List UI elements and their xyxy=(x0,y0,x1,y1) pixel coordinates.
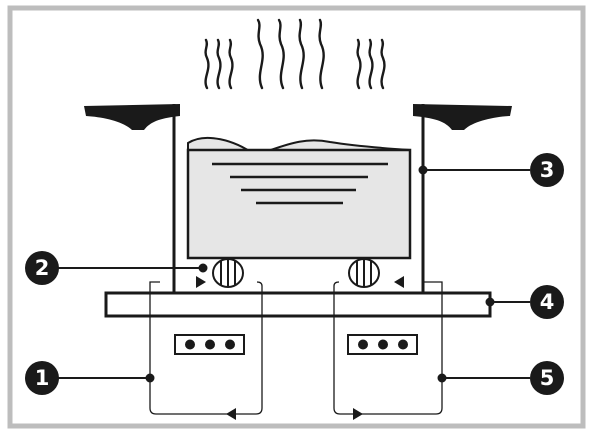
leader-lines xyxy=(58,165,530,383)
steam-icon xyxy=(204,18,386,90)
callout-1-label: 1 xyxy=(35,366,50,390)
callout-5: 5 xyxy=(530,361,564,395)
right-circuit-loop xyxy=(333,276,443,420)
callout-4: 4 xyxy=(530,285,564,319)
water-tray xyxy=(186,136,412,260)
callout-3: 3 xyxy=(530,153,564,187)
flow-arrow-icon xyxy=(226,408,236,420)
callout-5-label: 5 xyxy=(540,366,555,390)
flow-arrow-icon xyxy=(196,276,206,288)
callout-3-label: 3 xyxy=(540,158,555,182)
callout-4-label: 4 xyxy=(540,290,555,314)
tripod-icon xyxy=(212,258,380,288)
vessel-right-flange xyxy=(413,104,512,130)
callout-2-label: 2 xyxy=(35,256,50,280)
heater-vessel xyxy=(84,104,512,292)
flow-arrow-icon xyxy=(353,408,363,420)
vessel-left-flange xyxy=(84,104,180,130)
callout-1: 1 xyxy=(25,361,59,395)
flow-arrow-icon xyxy=(394,276,404,288)
led-dots-icon xyxy=(174,334,418,355)
base-plate xyxy=(104,291,492,318)
callout-2: 2 xyxy=(25,251,59,285)
left-circuit-loop xyxy=(149,276,263,420)
water-surface xyxy=(187,136,411,157)
